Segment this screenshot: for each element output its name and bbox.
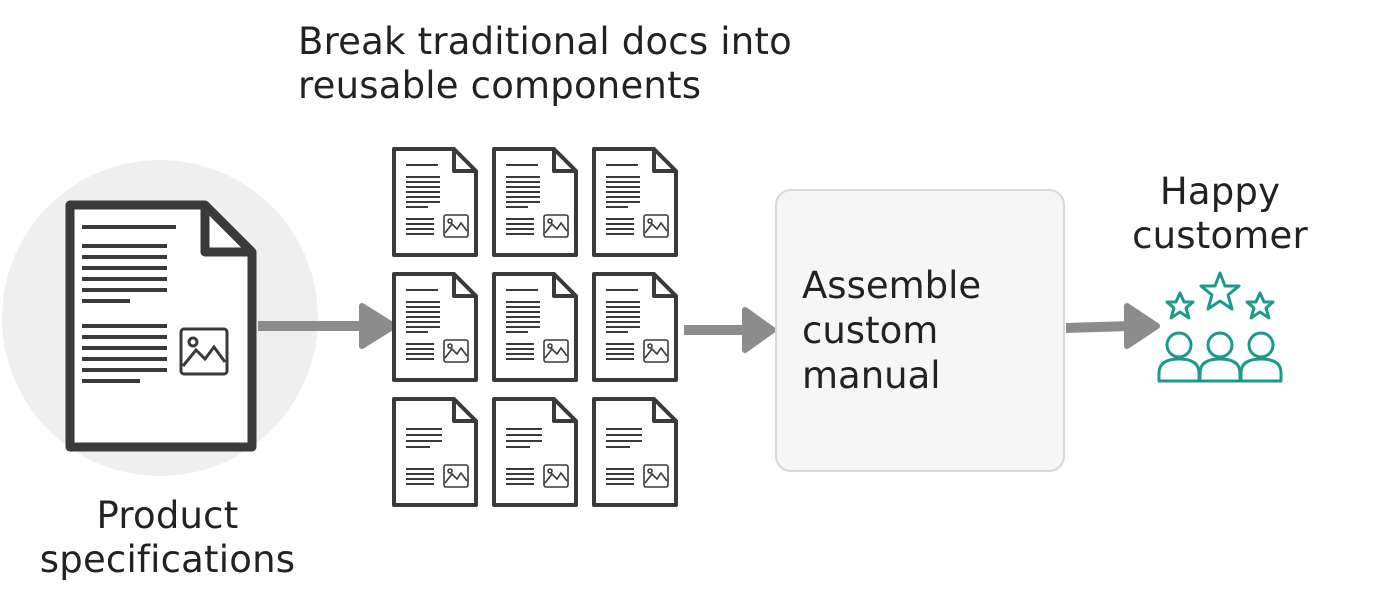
process-label: Assemble custom manual	[802, 263, 981, 398]
arrow-icon	[684, 307, 776, 353]
image-icon	[443, 214, 469, 238]
image-icon	[543, 464, 569, 488]
result-label-line-2: customer	[1132, 214, 1308, 257]
component-icon	[392, 272, 478, 382]
diagram-title: Break traditional docs into reusable com…	[298, 20, 792, 108]
source-label-line-1: Product	[96, 494, 239, 537]
image-icon	[179, 327, 229, 376]
source-label-line-2: specifications	[39, 538, 296, 581]
arrow-icon	[1065, 303, 1160, 349]
image-icon	[643, 214, 669, 238]
component-icon	[492, 272, 578, 382]
process-label-line-2: custom	[802, 309, 939, 352]
result-label: Happy customer	[1100, 170, 1340, 258]
component-icon	[592, 397, 678, 507]
components-grid	[392, 147, 678, 507]
process-label-line-1: Assemble	[802, 264, 982, 307]
image-icon	[443, 464, 469, 488]
component-icon	[492, 397, 578, 507]
arrow-icon	[258, 303, 397, 349]
component-icon	[592, 147, 678, 257]
component-icon	[392, 397, 478, 507]
assemble-box: Assemble custom manual	[775, 189, 1065, 472]
people-icon	[1157, 331, 1283, 383]
stars-icon	[1165, 271, 1275, 320]
result-label-line-1: Happy	[1159, 170, 1281, 213]
title-line-2: reusable components	[298, 64, 702, 107]
customer-icon	[1157, 271, 1283, 383]
image-icon	[643, 464, 669, 488]
image-icon	[443, 339, 469, 363]
source-label: Product specifications	[0, 494, 335, 582]
title-line-1: Break traditional docs into	[298, 20, 792, 63]
image-icon	[643, 339, 669, 363]
component-icon	[492, 147, 578, 257]
component-icon	[392, 147, 478, 257]
product-document-icon	[65, 200, 257, 452]
component-icon	[592, 272, 678, 382]
image-icon	[543, 214, 569, 238]
process-label-line-3: manual	[802, 354, 941, 397]
image-icon	[543, 339, 569, 363]
